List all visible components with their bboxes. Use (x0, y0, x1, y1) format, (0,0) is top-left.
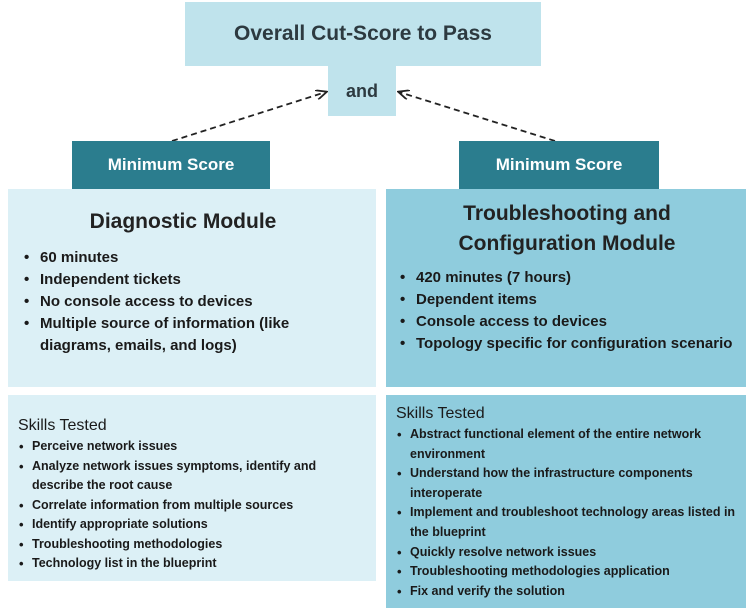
troubleshooting-module-panel: Troubleshooting and Configuration Module… (386, 189, 746, 387)
list-item: Multiple source of information (like dia… (22, 313, 364, 357)
right-minimum-score-badge: Minimum Score (459, 141, 659, 189)
diagnostic-module-title: Diagnostic Module (89, 210, 277, 233)
diagnostic-facts-list: 60 minutes Independent tickets No consol… (22, 247, 364, 357)
and-connector-box: and (328, 66, 396, 116)
list-item: 60 minutes (22, 247, 364, 269)
left-minimum-score-badge: Minimum Score (72, 141, 270, 189)
troubleshooting-module-title: Troubleshooting and Configuration Module (398, 199, 736, 259)
troubleshooting-title-line2: Configuration Module (458, 232, 676, 255)
list-item: Technology list in the blueprint (18, 554, 366, 574)
arrow-right-to-and (399, 92, 556, 142)
diagnostic-skills-panel: Skills Tested Perceive network issues An… (8, 395, 376, 581)
diagnostic-skills-title: Skills Tested (18, 417, 107, 434)
overall-cut-score-title: Overall Cut-Score to Pass (234, 22, 492, 45)
troubleshooting-title-line1: Troubleshooting and (463, 202, 671, 225)
list-item: Independent tickets (22, 269, 364, 291)
diagnostic-module-panel: Diagnostic Module 60 minutes Independent… (8, 189, 376, 387)
arrow-left-to-and (171, 92, 326, 142)
list-item: Dependent items (398, 289, 736, 311)
list-item: Analyze network issues symptoms, identif… (18, 457, 366, 496)
list-item: Troubleshooting methodologies (18, 535, 366, 555)
overall-cut-score-box: Overall Cut-Score to Pass (185, 2, 541, 66)
diagnostic-skills-list: Perceive network issues Analyze network … (18, 437, 366, 574)
list-item: Abstract functional element of the entir… (396, 425, 736, 464)
list-item: Perceive network issues (18, 437, 366, 457)
troubleshooting-skills-title: Skills Tested (396, 405, 485, 422)
troubleshooting-skills-panel: Skills Tested Abstract functional elemen… (386, 395, 746, 608)
list-item: No console access to devices (22, 291, 364, 313)
list-item: Console access to devices (398, 311, 736, 333)
list-item: Quickly resolve network issues (396, 543, 736, 563)
right-badge-label: Minimum Score (495, 155, 623, 174)
list-item: Fix and verify the solution (396, 582, 736, 602)
list-item: Implement and troubleshoot technology ar… (396, 503, 736, 542)
list-item: Topology specific for configuration scen… (398, 333, 736, 355)
list-item: 420 minutes (7 hours) (398, 267, 736, 289)
troubleshooting-facts-list: 420 minutes (7 hours) Dependent items Co… (398, 267, 736, 355)
list-item: Troubleshooting methodologies applicatio… (396, 562, 736, 582)
list-item: Identify appropriate solutions (18, 515, 366, 535)
and-label: and (345, 80, 378, 101)
left-badge-label: Minimum Score (107, 155, 235, 174)
list-item: Correlate information from multiple sour… (18, 496, 366, 516)
troubleshooting-skills-list: Abstract functional element of the entir… (396, 425, 736, 601)
list-item: Understand how the infrastructure compon… (396, 464, 736, 503)
